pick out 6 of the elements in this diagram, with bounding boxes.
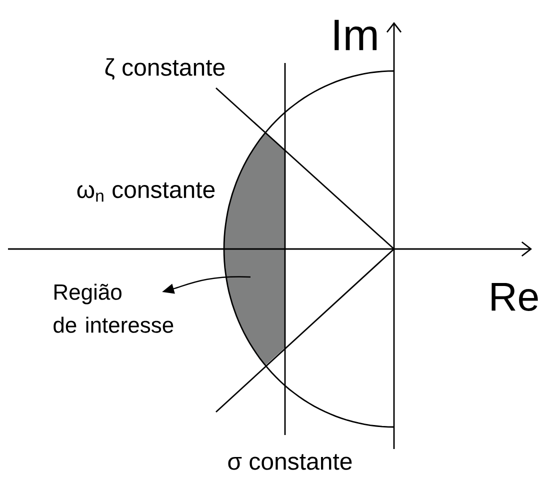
line-label: σ constante xyxy=(228,454,352,470)
axis-label: Im xyxy=(334,20,377,50)
shaded-region xyxy=(224,132,285,366)
axis-label: Re xyxy=(492,283,538,311)
line-label: ζ constante xyxy=(105,58,225,80)
region-label: Região de interesse xyxy=(54,284,174,333)
